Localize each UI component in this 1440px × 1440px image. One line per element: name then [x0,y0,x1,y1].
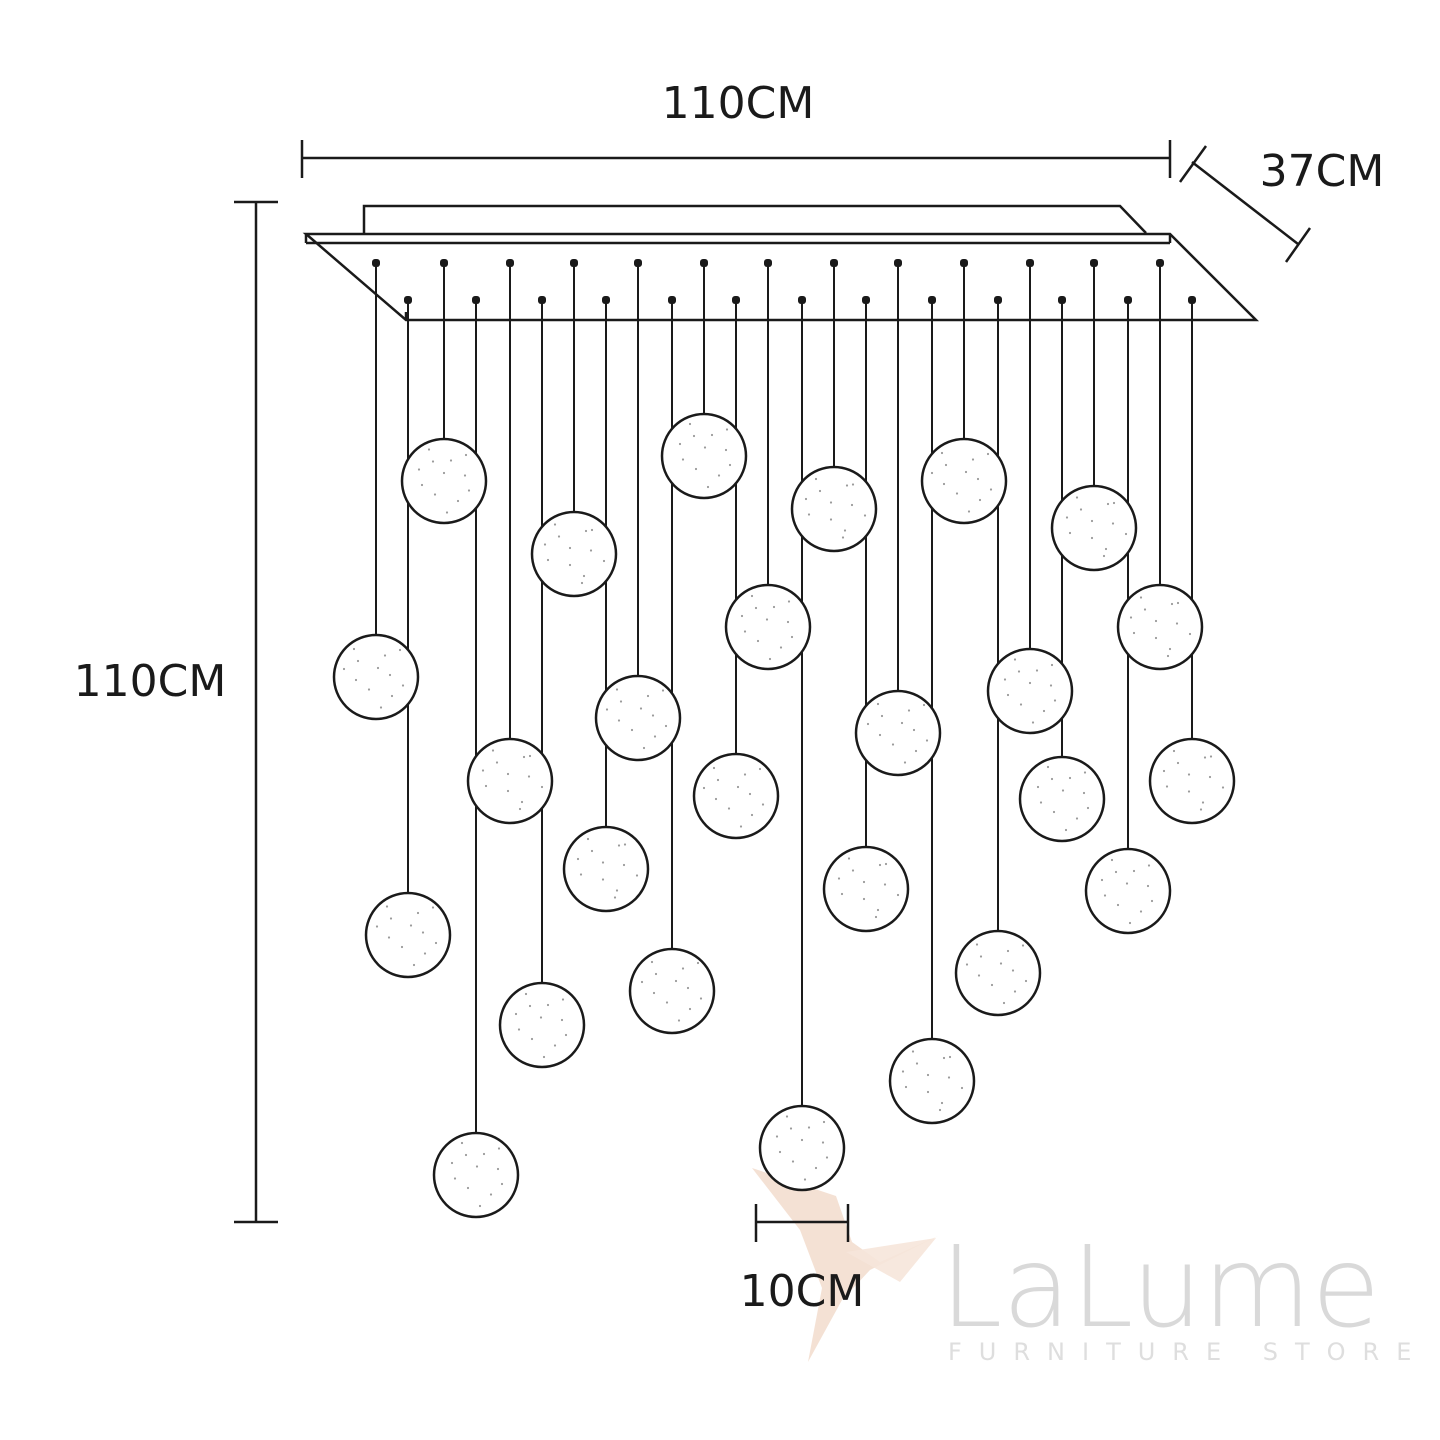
globe-pendant [364,891,452,979]
wire-mount [1026,259,1034,267]
globe-pendant [562,825,650,913]
lalume-logo: LaLume FURNITURE STORE [752,1168,1428,1366]
globe-pendant [594,674,682,762]
wire-mount [798,296,806,304]
globe-pendant [1018,755,1106,843]
globe-pendant [822,845,910,933]
wire-mount [960,259,968,267]
globe-pendant [466,737,554,825]
wire-mount [440,259,448,267]
globe-pendant [724,583,812,671]
globe-pendant [530,510,618,598]
globe-pendant [854,689,942,777]
globe-pendant [986,647,1074,735]
globe-pendant [920,437,1008,525]
logo-tagline: FURNITURE STORE [948,1338,1428,1366]
wire-mount [894,259,902,267]
wire-mount [472,296,480,304]
depth-label: 37CM [1260,146,1385,197]
wire-mount [668,296,676,304]
height-label: 110CM [74,656,227,707]
logo-name: LaLume [940,1223,1380,1353]
globe-pendant [498,981,586,1069]
globe-pendant [692,752,780,840]
globe-pendant [432,1131,520,1219]
bird-wing-icon [846,1238,936,1282]
wire-mount [570,259,578,267]
wire-mount [1188,296,1196,304]
depth-dimension [1178,145,1312,263]
globe-pendant [1050,484,1138,572]
height-dimension [234,200,278,1224]
width-label: 110CM [662,78,815,129]
suspension-wires [372,259,1196,1133]
wire-mount [1156,259,1164,267]
globe-pendant [954,929,1042,1017]
wire-mount [830,259,838,267]
globe-pendant [628,947,716,1035]
wire-mount [538,296,546,304]
globe-diameter-label: 10CM [740,1266,865,1317]
width-dimension [300,140,1172,178]
wire-mount [1058,296,1066,304]
wire-mount [404,296,412,304]
bird-logo-icon [752,1168,938,1362]
globe-pendant [660,412,748,500]
wire-mount [732,296,740,304]
wire-mount [862,296,870,304]
wire-mount [506,259,514,267]
wire-mount [764,259,772,267]
globe-pendant [400,437,488,525]
globe-pendant [1084,847,1172,935]
wire-mount [602,296,610,304]
pendant-globes [332,412,1236,1219]
wire-mount [1090,259,1098,267]
globe-pendant [758,1104,846,1192]
wire-mount [700,259,708,267]
globe-diameter-dimension [754,1204,850,1242]
globe-pendant [790,465,878,553]
wire-mount [1124,296,1132,304]
globe-pendant [888,1037,976,1125]
wire-mount [634,259,642,267]
globe-pendant [332,633,420,721]
ceiling-canopy [302,204,1260,322]
wire-mount [994,296,1002,304]
wire-mount [928,296,936,304]
globe-pendant [1148,737,1236,825]
wire-mount [372,259,380,267]
globe-pendant [1116,583,1204,671]
